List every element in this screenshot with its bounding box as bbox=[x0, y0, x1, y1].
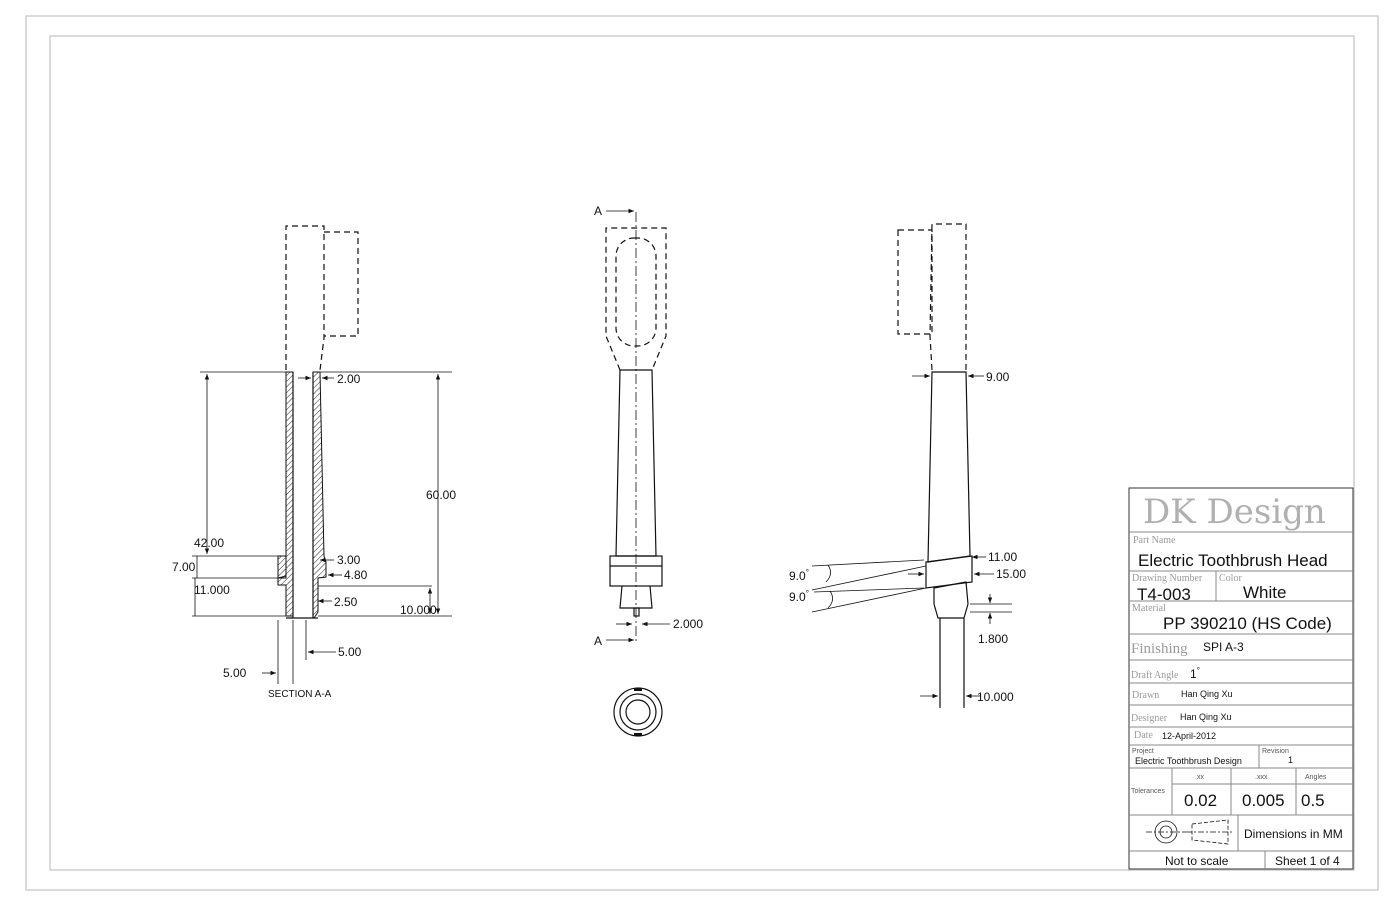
dim-side-angle-upper: 9.0° bbox=[789, 568, 809, 583]
dim-overall-length: 60.00 bbox=[426, 488, 456, 502]
sheet-note: Sheet 1 of 4 bbox=[1275, 854, 1340, 868]
date-value: 12-April-2012 bbox=[1162, 731, 1216, 741]
tol-value-xx: 0.02 bbox=[1184, 791, 1217, 810]
dim-side-tip-step: 1.800 bbox=[978, 632, 1008, 646]
designer-value: Han Qing Xu bbox=[1180, 712, 1232, 722]
draft-angle-value: 1 bbox=[1190, 667, 1197, 681]
front-view: A A 2.000 bbox=[594, 204, 703, 737]
section-view: 2.00 60.00 42.00 7.00 11.000 3.00 4.80 2… bbox=[172, 225, 456, 700]
side-view: 9.00 11.00 15.00 9.0° 9.0° 1.800 10.000 bbox=[789, 223, 1026, 708]
drawing-number-caption: Drawing Number bbox=[1132, 573, 1203, 584]
finishing-caption: Finishing bbox=[1131, 641, 1188, 657]
dim-side-tip-length: 10.000 bbox=[977, 690, 1014, 704]
angle-lower-degree: ° bbox=[806, 589, 809, 598]
tol-value-angles: 0.5 bbox=[1301, 791, 1325, 810]
dim-bore-dia-right: 5.00 bbox=[338, 645, 362, 659]
color-value: White bbox=[1243, 583, 1286, 602]
revision-caption: Revision bbox=[1262, 748, 1289, 755]
part-name: Electric Toothbrush Head bbox=[1138, 551, 1328, 570]
dim-side-collar-top: 11.00 bbox=[988, 550, 1017, 564]
tol-value-xxx: 0.005 bbox=[1242, 791, 1285, 810]
dim-bore-dia-left: 5.00 bbox=[223, 666, 247, 680]
color-caption: Color bbox=[1219, 573, 1242, 584]
draft-angle-unit: ° bbox=[1197, 666, 1200, 675]
angle-upper-value: 9.0 bbox=[789, 569, 806, 583]
drawing-number: T4-003 bbox=[1137, 585, 1191, 604]
dim-side-angle-lower: 9.0° bbox=[789, 589, 809, 604]
dim-side-collar-width: 15.00 bbox=[996, 567, 1026, 581]
section-label: SECTION A-A bbox=[268, 689, 332, 700]
dim-tip-length-right: 10.000 bbox=[400, 603, 437, 617]
tol-header-xx: .xx bbox=[1195, 774, 1204, 781]
section-right-wall bbox=[312, 371, 327, 619]
material-caption: Material bbox=[1132, 603, 1166, 614]
section-marker-bottom: A bbox=[594, 634, 602, 648]
draft-angle-caption: Draft Angle bbox=[1131, 670, 1179, 681]
tol-header-xxx: .xxx bbox=[1255, 774, 1268, 781]
projection-symbol-icon bbox=[1146, 819, 1232, 845]
section-left-wall bbox=[277, 371, 294, 617]
draft-angle-text: 1° bbox=[1190, 666, 1200, 681]
title-block: DK Design Part Name Electric Toothbrush … bbox=[1128, 487, 1354, 870]
dim-tip-length: 11.000 bbox=[194, 583, 230, 597]
drawn-caption: Drawn bbox=[1132, 690, 1159, 701]
material-value: PP 390210 (HS Code) bbox=[1163, 614, 1332, 633]
scale-note: Not to scale bbox=[1165, 854, 1229, 868]
dim-collar-dia: 4.80 bbox=[344, 568, 368, 582]
tol-header-angles: Angles bbox=[1305, 774, 1327, 781]
designer-caption: Designer bbox=[1131, 713, 1168, 724]
outer-border bbox=[25, 15, 1379, 891]
finishing-value: SPI A-3 bbox=[1203, 640, 1244, 654]
part-name-caption: Part Name bbox=[1133, 535, 1176, 546]
angle-lower-value: 9.0 bbox=[789, 590, 806, 604]
section-marker-top: A bbox=[594, 204, 602, 218]
dim-bore-depth: 42.00 bbox=[194, 536, 224, 550]
project-caption: Project bbox=[1132, 748, 1154, 755]
dim-collar-height: 7.00 bbox=[172, 560, 196, 574]
project-value: Electric Toothbrush Design bbox=[1135, 756, 1242, 766]
dimensions-note: Dimensions in MM bbox=[1244, 827, 1343, 841]
drawn-value: Han Qing Xu bbox=[1181, 689, 1233, 699]
dim-wall: 2.00 bbox=[337, 372, 361, 386]
dim-collar-step: 3.00 bbox=[337, 553, 361, 567]
dim-side-top-width: 9.00 bbox=[986, 370, 1010, 384]
dim-front-tip: 2.000 bbox=[673, 617, 703, 631]
date-caption: Date bbox=[1134, 730, 1153, 741]
dim-tip-step: 2.50 bbox=[334, 595, 358, 609]
firm-name: DK Design bbox=[1143, 492, 1326, 532]
angle-upper-degree: ° bbox=[806, 568, 809, 577]
inner-border bbox=[49, 35, 1355, 871]
revision-value: 1 bbox=[1288, 755, 1293, 765]
tolerances-caption: Tolerances bbox=[1131, 788, 1165, 795]
